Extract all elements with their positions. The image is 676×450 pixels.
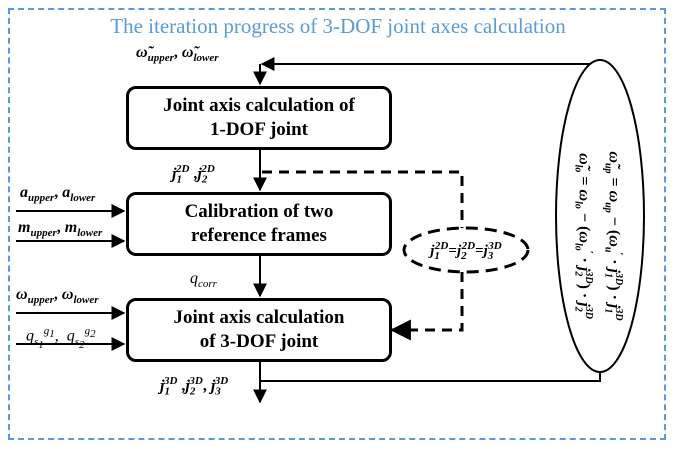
update-equations: ω̃up = ωup − (ωu′ · j13D) · j13D ω̃lo = … [553, 64, 643, 408]
label-q-corr: qcorr [190, 270, 217, 291]
box-3dof-joint-calc: Joint axis calculation of 3-DOF joint [126, 298, 392, 362]
box1-line1: Joint axis calculation of [163, 95, 355, 116]
label-omega: ωupper, ωlower [16, 286, 99, 307]
diagram-title: The iteration progress of 3-DOF joint ax… [110, 14, 566, 38]
label-m: mupper, mlower [18, 219, 103, 240]
equation-upper: ω̃up = ωup − (ωu′ · j13D) · j13D [602, 151, 624, 321]
label-omega-tilde: ω̃upper, ω̃lower [136, 44, 219, 65]
box2-line1: Calibration of two [184, 201, 334, 222]
dashed-condition-path [262, 170, 464, 232]
dashed-border-frame [8, 8, 666, 440]
label-q-s: qs1g1, qs2g2 [26, 325, 96, 351]
condition-text: j12D=j22D=j33D [430, 240, 502, 262]
box-calibration: Calibration of two reference frames [126, 192, 392, 256]
return-line [260, 372, 601, 382]
label-j-3d: j13D ,j23D, j33D [160, 375, 229, 398]
box3-line2: of 3-DOF joint [199, 331, 319, 352]
label-a: aupper, alower [20, 184, 96, 205]
box1-line2: 1-DOF joint [210, 119, 308, 140]
equation-lower: ω̃lo = ωlo − (ωlo′ · j23D) · j23D [572, 153, 594, 319]
box3-line1: Joint axis calculation [173, 307, 345, 328]
dashed-condition-return [389, 272, 464, 341]
box2-line2: reference frames [191, 225, 327, 246]
box-1dof-joint-calc: Joint axis calculation of 1-DOF joint [126, 86, 392, 150]
equation-ellipse [555, 59, 645, 373]
condition-ellipse [402, 226, 530, 274]
feedback-line [260, 57, 601, 71]
label-j-2d: j12D ,j22D [172, 163, 215, 186]
